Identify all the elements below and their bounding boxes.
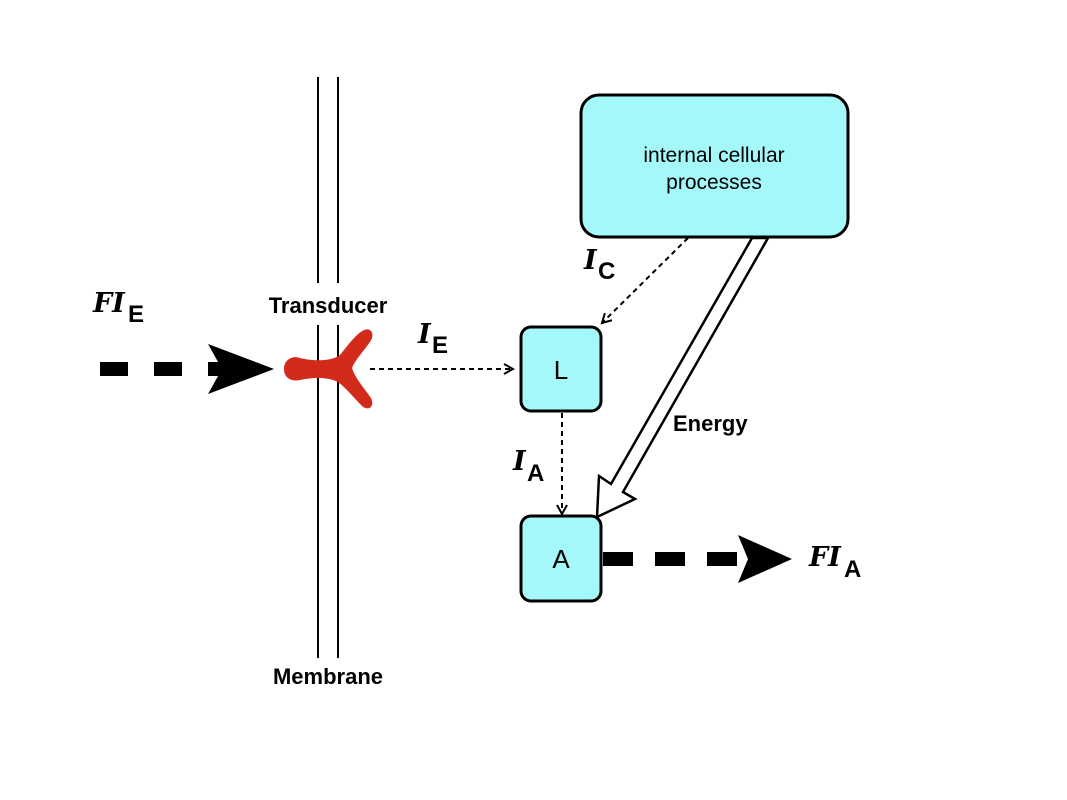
output-flux-arrow xyxy=(603,535,792,583)
transducer-receptor xyxy=(284,329,373,409)
internal-processes-box xyxy=(579,93,850,239)
L-box-label: L xyxy=(554,355,568,385)
ie-symbol: I E xyxy=(417,319,448,359)
fi-e-symbol: FI E xyxy=(92,288,144,328)
ic-symbol: I C xyxy=(583,245,615,285)
input-flux-arrow xyxy=(100,344,274,394)
ia-main: I xyxy=(512,446,527,477)
membrane-label: Membrane xyxy=(273,664,383,689)
ie-sub: E xyxy=(432,332,448,359)
membrane-bottom-gap xyxy=(300,658,360,664)
A-box xyxy=(519,514,603,603)
membrane-label-gap xyxy=(300,283,360,325)
fi-a-symbol: FI A xyxy=(808,542,861,583)
internal-processes-label-line1: internal cellular xyxy=(643,144,784,167)
ie-main: I xyxy=(417,319,432,350)
fi-e-sub: E xyxy=(128,301,144,328)
energy-label: Energy xyxy=(673,411,748,436)
ic-main: I xyxy=(583,245,598,276)
energy-arrow xyxy=(595,236,771,520)
fi-a-sub: A xyxy=(844,556,861,583)
ia-sub: A xyxy=(527,460,544,487)
ic-signal-arrow xyxy=(602,237,689,323)
transducer-label: Transducer xyxy=(269,293,388,318)
ic-sub: C xyxy=(598,258,615,285)
fi-a-main: FI xyxy=(808,542,842,573)
L-box xyxy=(519,325,603,413)
fi-e-main: FI xyxy=(92,288,126,319)
ia-symbol: I A xyxy=(512,446,544,487)
internal-processes-label-line2: processes xyxy=(666,171,762,194)
A-box-label: A xyxy=(552,544,570,574)
